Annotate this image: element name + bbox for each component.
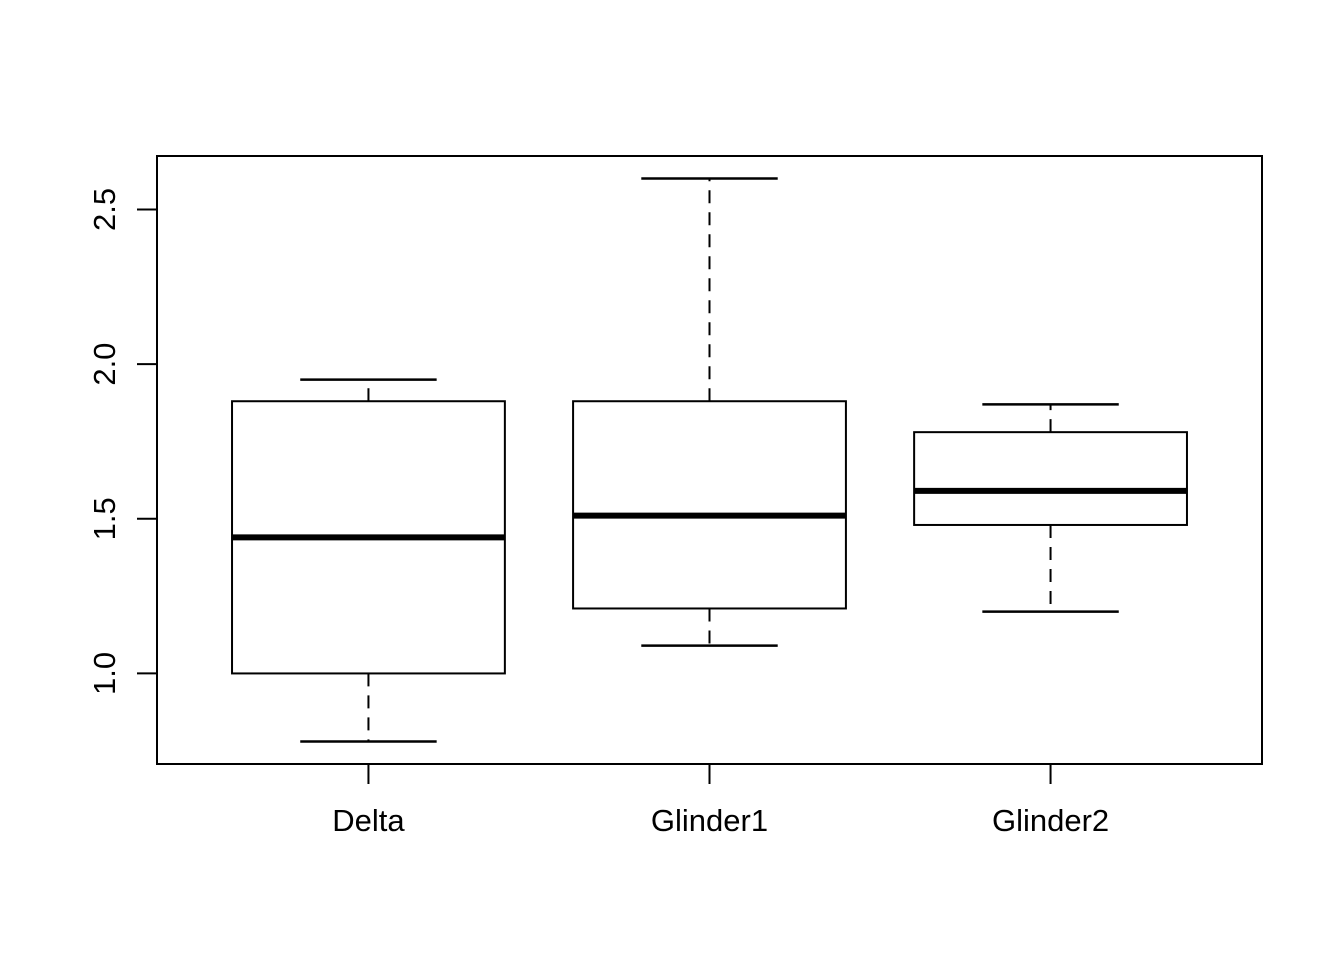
x-tick-label: Delta [332,803,405,838]
x-tick-label: Glinder1 [651,803,768,838]
y-tick-label: 2.5 [87,188,122,231]
iqr-box [572,400,847,610]
y-tick-label: 1.5 [87,497,122,540]
y-tick-label: 1.0 [87,652,122,695]
x-tick-label: Glinder2 [992,803,1109,838]
y-tick-label: 2.0 [87,343,122,386]
iqr-box [913,431,1188,526]
